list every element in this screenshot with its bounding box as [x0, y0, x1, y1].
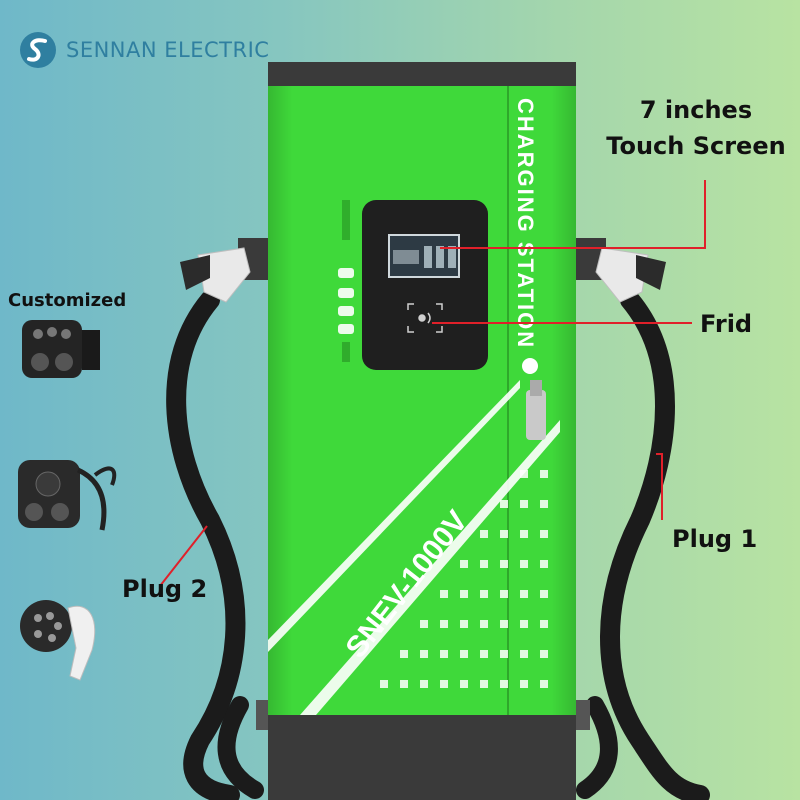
- callout-plug2: Plug 2: [122, 575, 208, 603]
- callout-lines: [159, 180, 706, 587]
- customized-label: Customized: [8, 290, 127, 311]
- type2-connector-icon: [20, 600, 96, 681]
- door-handle: [526, 390, 546, 440]
- plug1-head: [595, 247, 666, 303]
- top-cap: [268, 62, 576, 86]
- ccs2-connector-icon: [22, 320, 100, 378]
- ce-logo-icon: [522, 358, 538, 374]
- plug2-cable: [166, 290, 246, 800]
- rfid-reader-icon: [407, 303, 443, 333]
- callout-touch-screen: 7 inches Touch Screen: [596, 92, 796, 164]
- plug2-head: [180, 247, 251, 303]
- side-title: CHARGING STATION: [513, 98, 538, 349]
- brand-name: SENNAN ELECTRIC: [66, 38, 270, 62]
- callout-plug1: Plug 1: [672, 525, 758, 553]
- callout-frid: Frid: [700, 310, 753, 338]
- dot-pattern: [380, 470, 548, 688]
- chademo-connector-icon: [18, 460, 117, 531]
- brand: SENNAN ELECTRIC: [18, 30, 269, 70]
- plug1-cable: [600, 290, 710, 800]
- control-panel: [362, 200, 488, 370]
- status-indicators: [338, 200, 354, 362]
- callout-screen-line1: 7 inches: [639, 96, 753, 124]
- bottom-plinth: [268, 715, 576, 800]
- callout-screen-line2: Touch Screen: [606, 132, 786, 160]
- sennan-s-logo-icon: [20, 32, 56, 68]
